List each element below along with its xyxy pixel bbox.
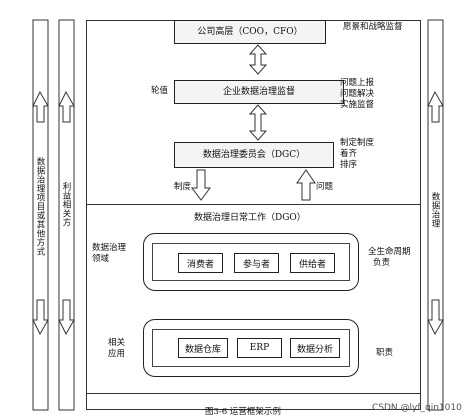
- double-arrow-top-mid: [248, 44, 268, 75]
- mid-note-2: 问题解决: [340, 89, 375, 99]
- dgc-note-1: 制定制度: [340, 138, 375, 148]
- dgc-note-2: 着齐: [340, 149, 358, 159]
- csdn-watermark: CSDN @lyf_qin1010: [372, 403, 462, 413]
- right-band-frame: [427, 19, 444, 411]
- app-item-data-warehouse-label: 数据仓库: [184, 344, 221, 355]
- app-label-1: 相关: [108, 338, 126, 348]
- left-band-2-frame: [58, 19, 75, 411]
- dgc-note-3: 排序: [340, 160, 358, 170]
- right-band-label: 数据治理: [429, 190, 441, 230]
- double-arrow-mid-dgc: [248, 104, 268, 141]
- app-item-data-analysis: 数据分析: [290, 338, 340, 358]
- left-band-2-down-arrow: [58, 299, 75, 336]
- left-band-1-label: 数据治理项目或其他方式: [34, 155, 46, 258]
- responsibility-note: 职责: [376, 348, 394, 358]
- mid-note-1: 问题上报: [340, 78, 375, 88]
- executive-box-label: 公司高层（COO，CFO）: [197, 26, 303, 37]
- domain-label-1: 数据治理: [92, 243, 127, 253]
- left-band-1-up-arrow: [32, 90, 49, 123]
- right-band-down-arrow: [427, 299, 444, 336]
- dgc-box-label: 数据治理委员会（DGC）: [202, 149, 306, 160]
- vision-oversight-note: 愿景和战略监督: [343, 22, 403, 32]
- dgo-frame: [86, 204, 421, 394]
- executive-box: 公司高层（COO，CFO）: [174, 20, 326, 44]
- left-band-2-up-arrow: [58, 90, 75, 123]
- figure-caption: 图3-6 运营框架示例: [205, 407, 281, 417]
- domain-inner-frame: [152, 243, 350, 281]
- domain-item-supplier-label: 供给者: [298, 259, 326, 270]
- app-item-erp: ERP: [237, 338, 282, 358]
- lifecycle-note-2: 负责: [373, 258, 391, 268]
- mid-note-3: 实施监督: [340, 100, 375, 110]
- domain-label-2: 领域: [92, 254, 110, 264]
- dgo-title: 数据治理日常工作（DGO）: [194, 213, 306, 223]
- app-item-data-warehouse: 数据仓库: [178, 338, 228, 358]
- domain-item-consumer-label: 消费者: [186, 259, 214, 270]
- domain-item-participant-label: 参与者: [242, 259, 270, 270]
- app-item-data-analysis-label: 数据分析: [296, 344, 333, 355]
- issue-label: 问题: [316, 182, 334, 192]
- domain-item-consumer: 消费者: [178, 253, 223, 273]
- app-label-2: 应用: [108, 349, 126, 359]
- governance-oversight-box-label: 企业数据治理监督: [222, 86, 295, 97]
- governance-oversight-box: 企业数据治理监督: [174, 80, 344, 104]
- right-band-up-arrow: [427, 90, 444, 123]
- lifecycle-note-1: 全生命周期: [368, 247, 411, 257]
- left-band-1-down-arrow: [32, 299, 49, 336]
- policy-label: 制度: [174, 182, 192, 192]
- left-band-1-frame: [32, 19, 49, 411]
- issue-up-arrow: [296, 169, 316, 201]
- app-inner-frame: [152, 329, 350, 367]
- rotation-label: 轮值: [151, 86, 169, 96]
- domain-item-supplier: 供给者: [290, 253, 335, 273]
- left-band-2-label: 利益相关方: [60, 180, 72, 229]
- app-item-erp-label: ERP: [249, 343, 270, 353]
- dgc-box: 数据治理委员会（DGC）: [174, 142, 334, 168]
- policy-down-arrow: [191, 169, 211, 201]
- domain-item-participant: 参与者: [234, 253, 279, 273]
